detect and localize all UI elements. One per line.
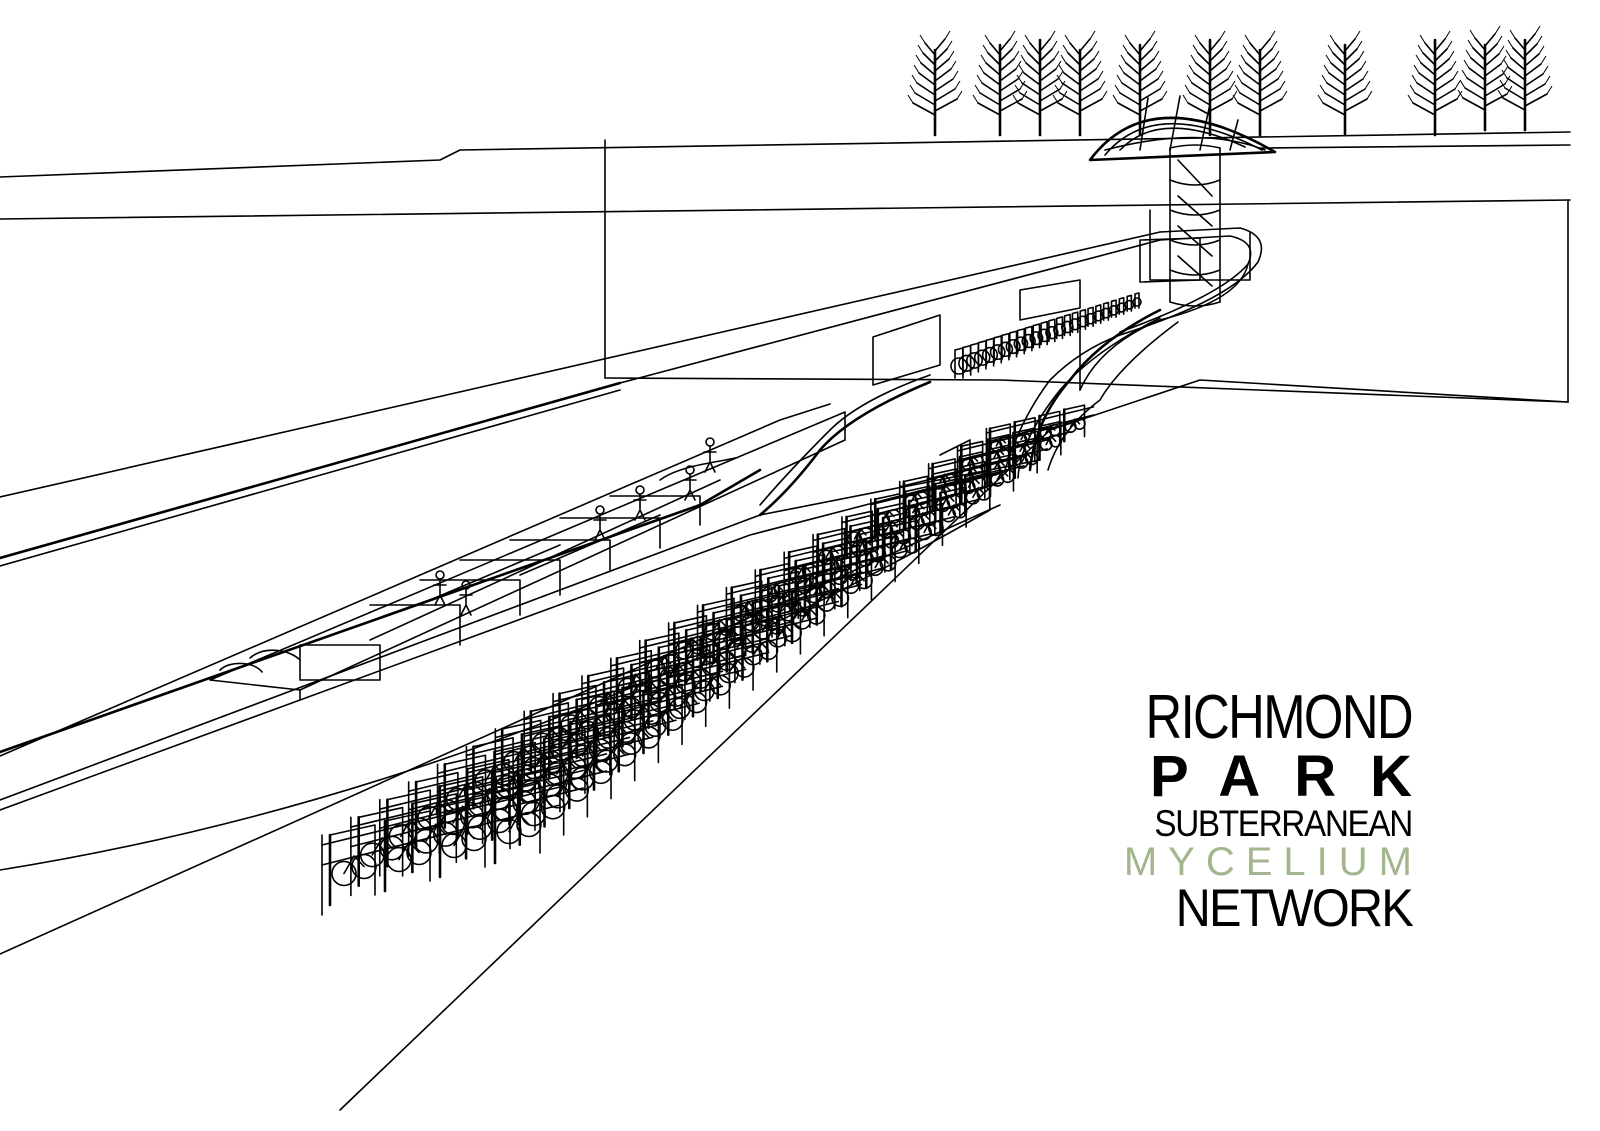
tunnel-walls [0,227,1263,567]
people-figures [433,437,717,616]
tree-icon [1407,30,1463,137]
title-line-subterranean: SUBTERRANEAN [1154,803,1413,844]
bike-rack [1132,292,1142,309]
tree-icon [1112,30,1168,137]
title-line-mycelium: MYCELIUM [1123,840,1423,884]
stair-tower [1149,144,1251,307]
person-icon [459,580,473,616]
tree-icon [1232,30,1288,137]
person-icon [633,485,647,521]
tree-icon [1012,30,1068,137]
bike-rack [1037,320,1052,346]
project-title: RICHMOND PARK SUBTERRANEAN MYCELIUM NETW… [1087,683,1414,938]
trees [907,25,1553,137]
tree-icon [1317,30,1373,137]
bike-rack [1029,323,1044,349]
bike-rack [1124,294,1135,312]
tree-icon [1052,30,1108,137]
title-line-network: NETWORK [1175,879,1414,938]
tree-icon [1457,25,1513,132]
entrance-canopy [1088,95,1277,162]
bike-rack [1013,328,1029,355]
track-curves [758,308,1179,517]
person-icon [433,570,447,606]
bike-rack-row [985,404,1095,466]
ground-plane-lines [0,131,1571,403]
bike-rack [1045,318,1059,343]
far-bike-racks [950,292,1142,379]
person-icon [593,505,607,541]
bike-rack [1021,325,1036,352]
tree-icon [972,30,1028,137]
bike-rack-block [321,404,1095,916]
exhibition-plinth [209,411,846,701]
tree-icon [1497,25,1553,132]
bike-rack [997,332,1014,361]
person-icon [683,465,697,501]
title-line-park: PARK [1149,744,1446,809]
bike-rack [1005,330,1021,358]
tree-icon [907,30,963,137]
person-icon [703,437,717,473]
tree-icon [1182,30,1238,137]
title-line-richmond: RICHMOND [1145,683,1414,752]
